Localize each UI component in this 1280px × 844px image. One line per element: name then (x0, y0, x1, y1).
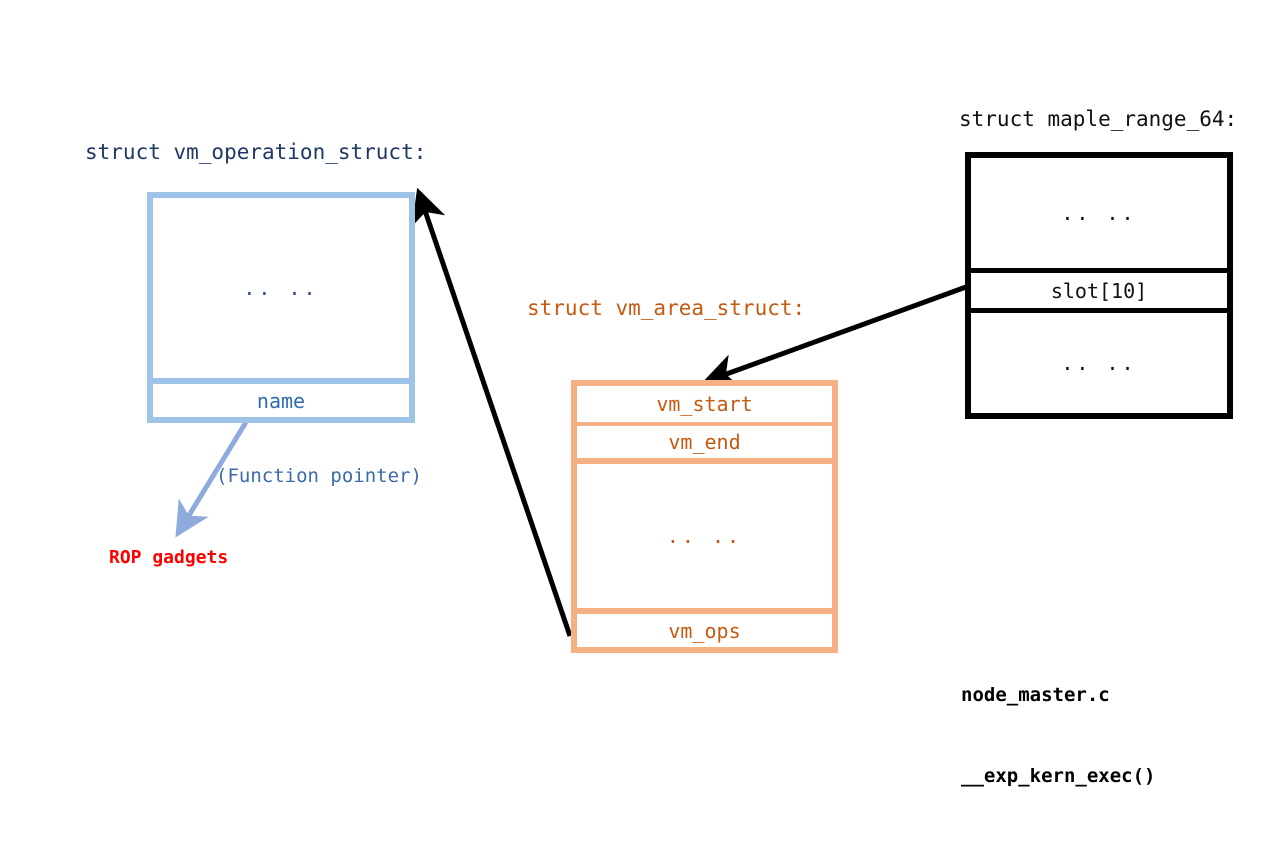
vm-operation-struct-box: .. .. name (147, 192, 415, 423)
vm-operation-struct-row-ellipsis: .. .. (151, 196, 411, 382)
vm-area-struct-row-vm-ops: vm_ops (575, 612, 834, 649)
vm-area-struct-row-vm-end: vm_end (575, 424, 834, 462)
diagram-canvas: struct vm_operation_struct: struct vm_ar… (85, 107, 1238, 787)
vm-area-struct-row-vm-start: vm_start (575, 384, 834, 424)
maple-range-64-box: .. .. slot[10] .. .. (965, 152, 1233, 419)
maple-range-64-row-ellipsis-bottom: .. .. (969, 311, 1229, 415)
vm-area-struct-row-ellipsis: .. .. (575, 462, 834, 612)
rop-gadgets-label: ROP gadgets (109, 547, 229, 568)
vmops-to-vm-operation-struct-arrow (411, 187, 573, 637)
maple-range-64-row-ellipsis-top: .. .. (969, 156, 1229, 271)
vm-area-struct-title: struct vm_area_struct: (527, 296, 806, 320)
maple-range-64-title: struct maple_range_64: (959, 107, 1238, 131)
vm-operation-struct-title: struct vm_operation_struct: (85, 140, 427, 164)
vm-area-struct-box: vm_start vm_end .. .. vm_ops (571, 380, 838, 653)
vm-operation-struct-row-name: name (151, 382, 411, 419)
function-pointer-note: (Function pointer) (216, 465, 422, 487)
source-file-name: node_master.c (961, 684, 1110, 706)
source-reference-note: node_master.c __exp_kern_exec() (961, 628, 1155, 844)
maple-range-64-row-slot-10: slot[10] (969, 271, 1229, 311)
source-function-name: __exp_kern_exec() (961, 765, 1156, 787)
